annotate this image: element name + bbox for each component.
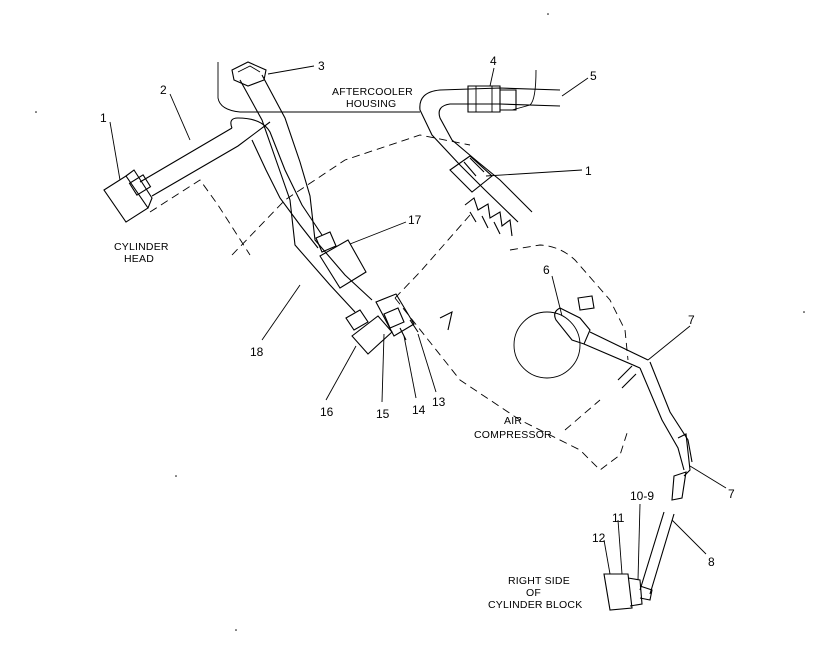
fitting-12-11	[603, 573, 653, 611]
fitting-4	[467, 85, 517, 113]
callout-7-upper: 7	[688, 313, 695, 327]
speck	[803, 311, 805, 313]
callout-5: 5	[590, 69, 597, 83]
fitting-6	[554, 295, 595, 345]
callout-12: 12	[592, 531, 606, 545]
speck	[175, 475, 177, 477]
speck	[35, 111, 37, 113]
tube-7-upper	[583, 331, 649, 369]
callout-6: 6	[543, 263, 550, 277]
speck	[235, 629, 237, 631]
fitting-1-left	[103, 169, 153, 223]
tube-7-lower	[639, 361, 693, 471]
callout-15: 15	[376, 407, 390, 421]
callout-2: 2	[160, 83, 167, 97]
fitting-16-15-14	[345, 293, 453, 355]
tube-2	[139, 121, 271, 197]
caption-right-side-1: RIGHT SIDE	[508, 575, 570, 587]
construction-line-a	[231, 134, 471, 256]
callout-1-right: 1	[585, 164, 592, 178]
caption-right-side-2: OF	[526, 587, 541, 599]
fitting-3	[231, 61, 267, 87]
callout-13: 13	[432, 395, 446, 409]
callout-18: 18	[250, 345, 264, 359]
caption-air-compressor-2: COMPRESSOR	[474, 429, 552, 441]
caption-aftercooler-2: HOUSING	[346, 98, 396, 110]
callout-7-lower: 7	[728, 487, 735, 501]
callout-8: 8	[708, 555, 715, 569]
caption-right-side-3: CYLINDER BLOCK	[488, 599, 582, 611]
bellows	[464, 197, 513, 237]
tube-17-line	[230, 117, 323, 249]
caption-air-compressor-1: AIR	[504, 415, 522, 427]
caption-aftercooler-1: AFTERCOOLER	[332, 86, 413, 98]
speck	[547, 13, 549, 15]
callout-3: 3	[318, 59, 325, 73]
air-compressor-outline	[394, 244, 629, 471]
fitting-17	[315, 231, 367, 289]
caption-cylinder-head-1: CYLINDER	[114, 241, 169, 253]
callout-11: 11	[612, 511, 625, 525]
callout-17: 17	[408, 213, 422, 227]
callout-4: 4	[490, 54, 497, 68]
fitting-7-lower	[671, 433, 691, 501]
tube-8	[639, 511, 675, 595]
clip-7	[617, 365, 637, 389]
tube-18	[239, 74, 373, 313]
callout-16: 16	[320, 405, 334, 419]
tube-5	[419, 87, 561, 223]
construction-line-b	[394, 214, 471, 299]
callout-1: 1	[100, 111, 107, 125]
cylinder-head-outline	[149, 179, 251, 256]
compressor-circle	[513, 311, 581, 379]
leader-lines	[109, 65, 727, 581]
caption-cylinder-head-2: HEAD	[124, 253, 154, 265]
callout-14: 14	[412, 403, 426, 417]
callout-10-9: 10-9	[630, 489, 654, 503]
